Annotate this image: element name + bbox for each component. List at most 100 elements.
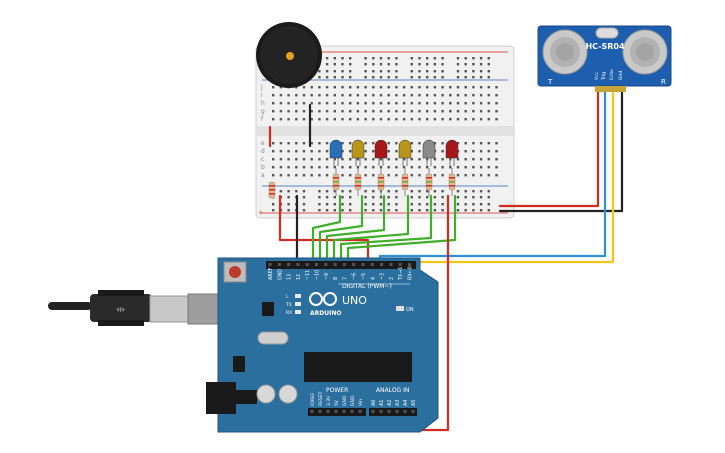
breadboard-hole [295, 158, 298, 161]
breadboard-hole [295, 94, 298, 97]
rail-hole [341, 196, 344, 199]
rail-hole [302, 196, 306, 199]
breadboard-hole [364, 94, 367, 97]
breadboard-hole [433, 86, 437, 89]
on-label: ON [406, 307, 414, 313]
breadboard-hole [333, 118, 336, 121]
breadboard-hole [449, 118, 452, 121]
rail-hole [341, 209, 344, 212]
rail-hole [333, 190, 336, 193]
header-pin [389, 263, 393, 266]
breadboard-hole [310, 102, 313, 105]
breadboard-hole [441, 150, 444, 153]
usb-cable: ⇹ [48, 290, 231, 326]
rail-hole [433, 209, 437, 212]
header-pin [352, 263, 356, 266]
rail-hole [441, 196, 444, 199]
rail-hole [333, 57, 336, 60]
header-pin [358, 410, 362, 413]
breadboard-hole [402, 118, 406, 121]
rail-hole [387, 63, 390, 66]
rail-hole [487, 63, 490, 66]
breadboard-hole [387, 166, 390, 169]
breadboard-hole [433, 174, 437, 177]
rail-hole [287, 196, 290, 199]
resistor-band [426, 181, 432, 183]
breadboard-hole [295, 110, 298, 113]
breadboard-hole [356, 94, 360, 97]
breadboard-hole [418, 174, 421, 177]
breadboard-hole [310, 158, 313, 161]
breadboard-hole [302, 102, 306, 105]
rail-hole [487, 57, 490, 60]
breadboard-hole [472, 110, 475, 113]
breadboard-hole [495, 94, 498, 97]
breadboard-hole [318, 142, 321, 145]
sensor-model-label: HC-SR04 [585, 42, 625, 51]
rail-hole [410, 203, 413, 206]
breadboard-hole [410, 110, 413, 113]
rail-hole [318, 76, 321, 79]
breadboard-hole [395, 158, 398, 161]
breadboard-hole [487, 110, 490, 113]
rail-hole [325, 63, 329, 66]
wire-led-1 [311, 194, 342, 270]
breadboard-hole [372, 110, 375, 113]
breadboard-hole [495, 158, 498, 161]
rail-hole [395, 57, 398, 60]
breadboard-hole [379, 166, 383, 169]
onboard-led [295, 310, 301, 314]
rail-hole [418, 76, 421, 79]
rail-hole [441, 209, 444, 212]
breadboard-hole [279, 118, 283, 121]
resistors [268, 168, 456, 199]
breadboard-hole [287, 150, 290, 153]
breadboard-hole [495, 102, 498, 105]
resistor-band [378, 181, 384, 183]
breadboard-hole [310, 166, 313, 169]
rail-hole [433, 63, 437, 66]
digital-pin-label: 2 [389, 277, 395, 280]
rail-hole [410, 70, 413, 73]
analog-label: ANALOG IN [376, 387, 409, 394]
breadboard-hole [325, 150, 329, 153]
rail-hole [379, 76, 383, 79]
header-pin [315, 263, 318, 266]
breadboard-hole [325, 118, 329, 121]
rail-hole [479, 196, 483, 199]
breadboard-hole [310, 86, 313, 89]
sensor-corner-right: R [661, 78, 666, 86]
breadboard-hole [302, 158, 306, 161]
breadboard-hole [364, 110, 367, 113]
rail-hole [387, 190, 390, 193]
header-pin [408, 263, 411, 266]
breadboard-hole [433, 166, 437, 169]
breadboard-hole [310, 94, 313, 97]
resistor-band [378, 177, 384, 179]
header-pin [296, 263, 300, 266]
header-pin [350, 410, 354, 413]
resistor-band [378, 185, 384, 187]
breadboard-hole [279, 166, 283, 169]
rail-hole [372, 209, 375, 212]
breadboard-hole [495, 118, 498, 121]
rail-hole [325, 209, 329, 212]
breadboard-hole [295, 174, 298, 177]
rail-hole [410, 63, 413, 66]
breadboard-hole [495, 142, 498, 145]
rail-hole [410, 196, 413, 199]
breadboard-hole [295, 166, 298, 169]
rail-hole [410, 190, 413, 193]
breadboard-hole [272, 94, 275, 97]
header-pin [370, 263, 374, 266]
resistor-band [269, 189, 275, 191]
breadboard-hole [495, 174, 498, 177]
breadboard-hole [387, 94, 390, 97]
rail-hole [349, 70, 352, 73]
breadboard-hole [479, 150, 483, 153]
rail-hole [387, 209, 390, 212]
rail-hole [487, 70, 490, 73]
rail-hole [325, 196, 329, 199]
